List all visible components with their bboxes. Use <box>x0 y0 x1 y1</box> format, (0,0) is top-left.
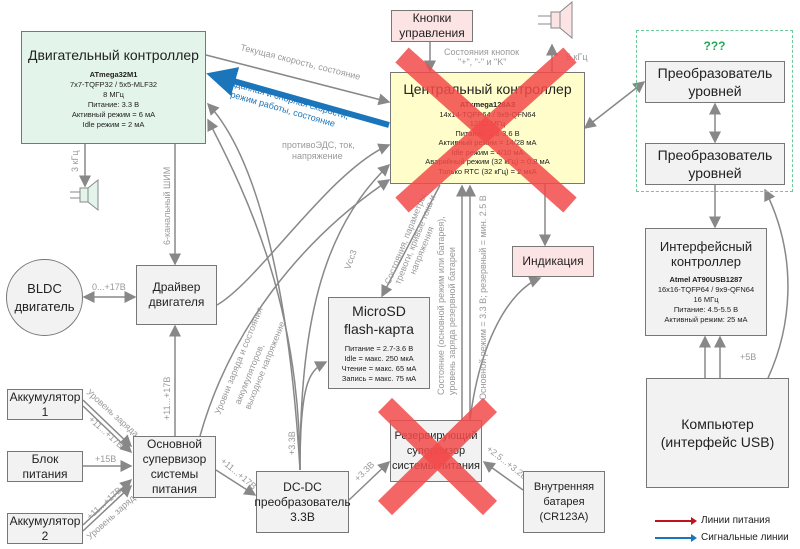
unknown-group: ??? <box>636 30 793 192</box>
bldc-motor: BLDC двигатель <box>6 259 83 336</box>
buttons-block: Кнопки управления <box>391 10 473 42</box>
svg-text:0...+17В: 0...+17В <box>92 282 126 292</box>
signal-line-swatch <box>655 533 697 542</box>
battery-1-block: Аккумулятор 1 <box>7 389 83 420</box>
main-supervisor-block: Основной супервизор системы питания <box>133 436 216 498</box>
svg-text:напряжение: напряжение <box>292 151 343 161</box>
speaker-icon-left <box>70 178 99 212</box>
svg-text:+3.3В: +3.3В <box>287 431 297 455</box>
svg-text:Основной режим = 3.3 В; резерв: Основной режим = 3.3 В; резервный = мин.… <box>478 195 488 400</box>
interface-controller-block: Интерфейсный контроллер Atmel AT90USB128… <box>645 228 767 336</box>
svg-text:уровень заряда резервной батар: уровень заряда резервной батареи <box>447 247 457 395</box>
svg-text:Состояния кнопок: Состояния кнопок <box>444 47 519 57</box>
edge-emf <box>216 143 391 306</box>
computer-block: Компьютер (интерфейс USB) <box>646 378 789 488</box>
level-converter-1: Преобразователь уровней <box>645 61 785 103</box>
svg-text:Текущая скорость, состояние: Текущая скорость, состояние <box>240 42 362 82</box>
indication-block: Индикация <box>512 246 594 277</box>
dcdc-block: DC-DC преобразователь 3.3В <box>254 471 351 533</box>
internal-battery-block: Внутренняя батарея (CR123A) <box>523 471 605 533</box>
central-controller-block: Центральный контроллер ATxmega128A3 14x1… <box>390 72 585 184</box>
motor-controller-block: Двигательный контроллер ATmega32M1 7x7-T… <box>21 31 206 144</box>
motor-driver-block: Драйвер двигателя <box>136 265 217 325</box>
edge-speed <box>205 54 391 106</box>
motor-controller-title: Двигательный контроллер <box>28 46 199 63</box>
svg-text:"+", "-" и "K": "+", "-" и "K" <box>458 57 506 67</box>
edge-vcc-motor <box>206 102 301 471</box>
reserve-supervisor-block: Резервирующий супервизор системы питания <box>390 420 482 482</box>
svg-text:6-канальный ШИМ: 6-канальный ШИМ <box>162 167 172 245</box>
svg-text:+11...+17В: +11...+17В <box>219 456 259 492</box>
svg-text:Состояние (основной режим или: Состояние (основной режим или батарея), <box>436 216 446 395</box>
central-controller-title: Центральный контроллер <box>403 81 572 97</box>
legend-power: Линии питания <box>655 515 770 526</box>
svg-text:противоЭДС, ток,: противоЭДС, ток, <box>282 140 355 150</box>
edge-setpoint <box>206 67 390 128</box>
power-line-swatch <box>655 516 697 525</box>
svg-text:3 кГц: 3 кГц <box>70 151 80 172</box>
unknown-group-label: ??? <box>703 39 726 53</box>
speaker-icon-top <box>538 0 573 40</box>
svg-text:+11...+17В: +11...+17В <box>162 377 172 420</box>
svg-text:+15В: +15В <box>95 454 116 464</box>
power-supply-block: Блок питания <box>7 451 83 482</box>
legend-signal: Сигнальные линии <box>655 532 789 543</box>
svg-text:Vcc3: Vcc3 <box>342 248 358 270</box>
level-converter-2: Преобразователь уровней <box>645 143 785 185</box>
svg-text:5 кГц: 5 кГц <box>566 52 587 62</box>
svg-text:+3.3В: +3.3В <box>352 460 376 484</box>
battery-2-block: Аккумулятор 2 <box>7 513 83 544</box>
svg-text:+5В: +5В <box>740 352 756 362</box>
